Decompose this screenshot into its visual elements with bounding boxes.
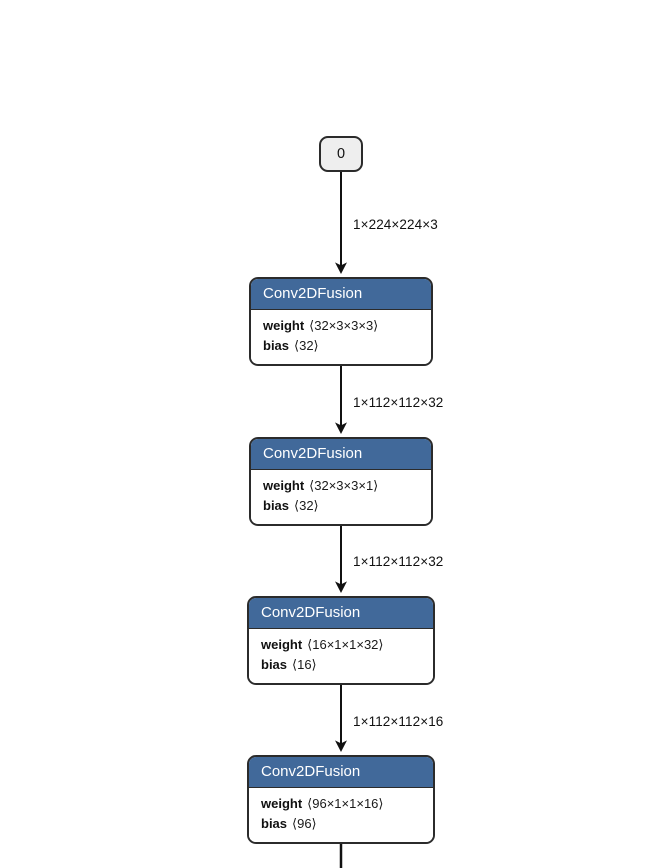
attribute-row-weight[interactable]: weight⟨96×1×1×16⟩ [261,794,421,814]
edge-label-conv1-to-conv2: 1×112×112×32 [353,395,444,410]
attribute-row-bias[interactable]: bias⟨32⟩ [263,496,419,516]
attribute-name-weight: weight [263,478,305,494]
graph-node-conv2dfusion-3[interactable]: Conv2DFusion weight⟨16×1×1×32⟩ bias⟨16⟩ [247,596,435,685]
graph-node-conv2dfusion-3-type: Conv2DFusion [249,598,433,630]
attribute-name-weight: weight [263,318,305,334]
attribute-row-bias[interactable]: bias⟨96⟩ [261,814,421,834]
edge-label-conv3-to-conv4: 1×112×112×16 [353,714,444,729]
attribute-row-bias[interactable]: bias⟨16⟩ [261,655,421,675]
attribute-shape-bias: ⟨32⟩ [294,498,319,514]
attribute-name-bias: bias [263,498,290,514]
attribute-name-weight: weight [261,637,303,653]
graph-node-conv2dfusion-4-type: Conv2DFusion [249,757,433,789]
graph-node-conv2dfusion-2-type: Conv2DFusion [251,439,431,471]
attribute-row-bias[interactable]: bias⟨32⟩ [263,336,419,356]
attribute-shape-bias: ⟨32⟩ [294,338,319,354]
graph-node-conv2dfusion-1-type: Conv2DFusion [251,279,431,311]
graph-node-input-0[interactable]: 0 [319,136,363,172]
edge-label-conv2-to-conv3: 1×112×112×32 [353,554,444,569]
attribute-name-weight: weight [261,796,303,812]
graph-node-conv2dfusion-2[interactable]: Conv2DFusion weight⟨32×3×3×1⟩ bias⟨32⟩ [249,437,433,526]
attribute-row-weight[interactable]: weight⟨32×3×3×1⟩ [263,476,419,496]
graph-node-input-0-label: 0 [336,146,346,162]
attribute-shape-weight: ⟨16×1×1×32⟩ [307,637,384,653]
attribute-shape-weight: ⟨32×3×3×1⟩ [309,478,379,494]
graph-node-conv2dfusion-4-attributes: weight⟨96×1×1×16⟩ bias⟨96⟩ [249,788,433,842]
attribute-name-bias: bias [261,816,288,832]
graph-node-conv2dfusion-3-attributes: weight⟨16×1×1×32⟩ bias⟨16⟩ [249,629,433,683]
graph-node-conv2dfusion-1-attributes: weight⟨32×3×3×3⟩ bias⟨32⟩ [251,310,431,364]
attribute-row-weight[interactable]: weight⟨32×3×3×3⟩ [263,316,419,336]
attribute-shape-weight: ⟨96×1×1×16⟩ [307,796,384,812]
attribute-shape-bias: ⟨16⟩ [292,657,317,673]
graph-node-conv2dfusion-2-attributes: weight⟨32×3×3×1⟩ bias⟨32⟩ [251,470,431,524]
attribute-row-weight[interactable]: weight⟨16×1×1×32⟩ [261,635,421,655]
edge-label-input-to-conv1: 1×224×224×3 [353,217,438,232]
attribute-shape-weight: ⟨32×3×3×3⟩ [309,318,379,334]
attribute-name-bias: bias [263,338,290,354]
graph-node-conv2dfusion-1[interactable]: Conv2DFusion weight⟨32×3×3×3⟩ bias⟨32⟩ [249,277,433,366]
graph-node-conv2dfusion-4[interactable]: Conv2DFusion weight⟨96×1×1×16⟩ bias⟨96⟩ [247,755,435,844]
attribute-name-bias: bias [261,657,288,673]
attribute-shape-bias: ⟨96⟩ [292,816,317,832]
